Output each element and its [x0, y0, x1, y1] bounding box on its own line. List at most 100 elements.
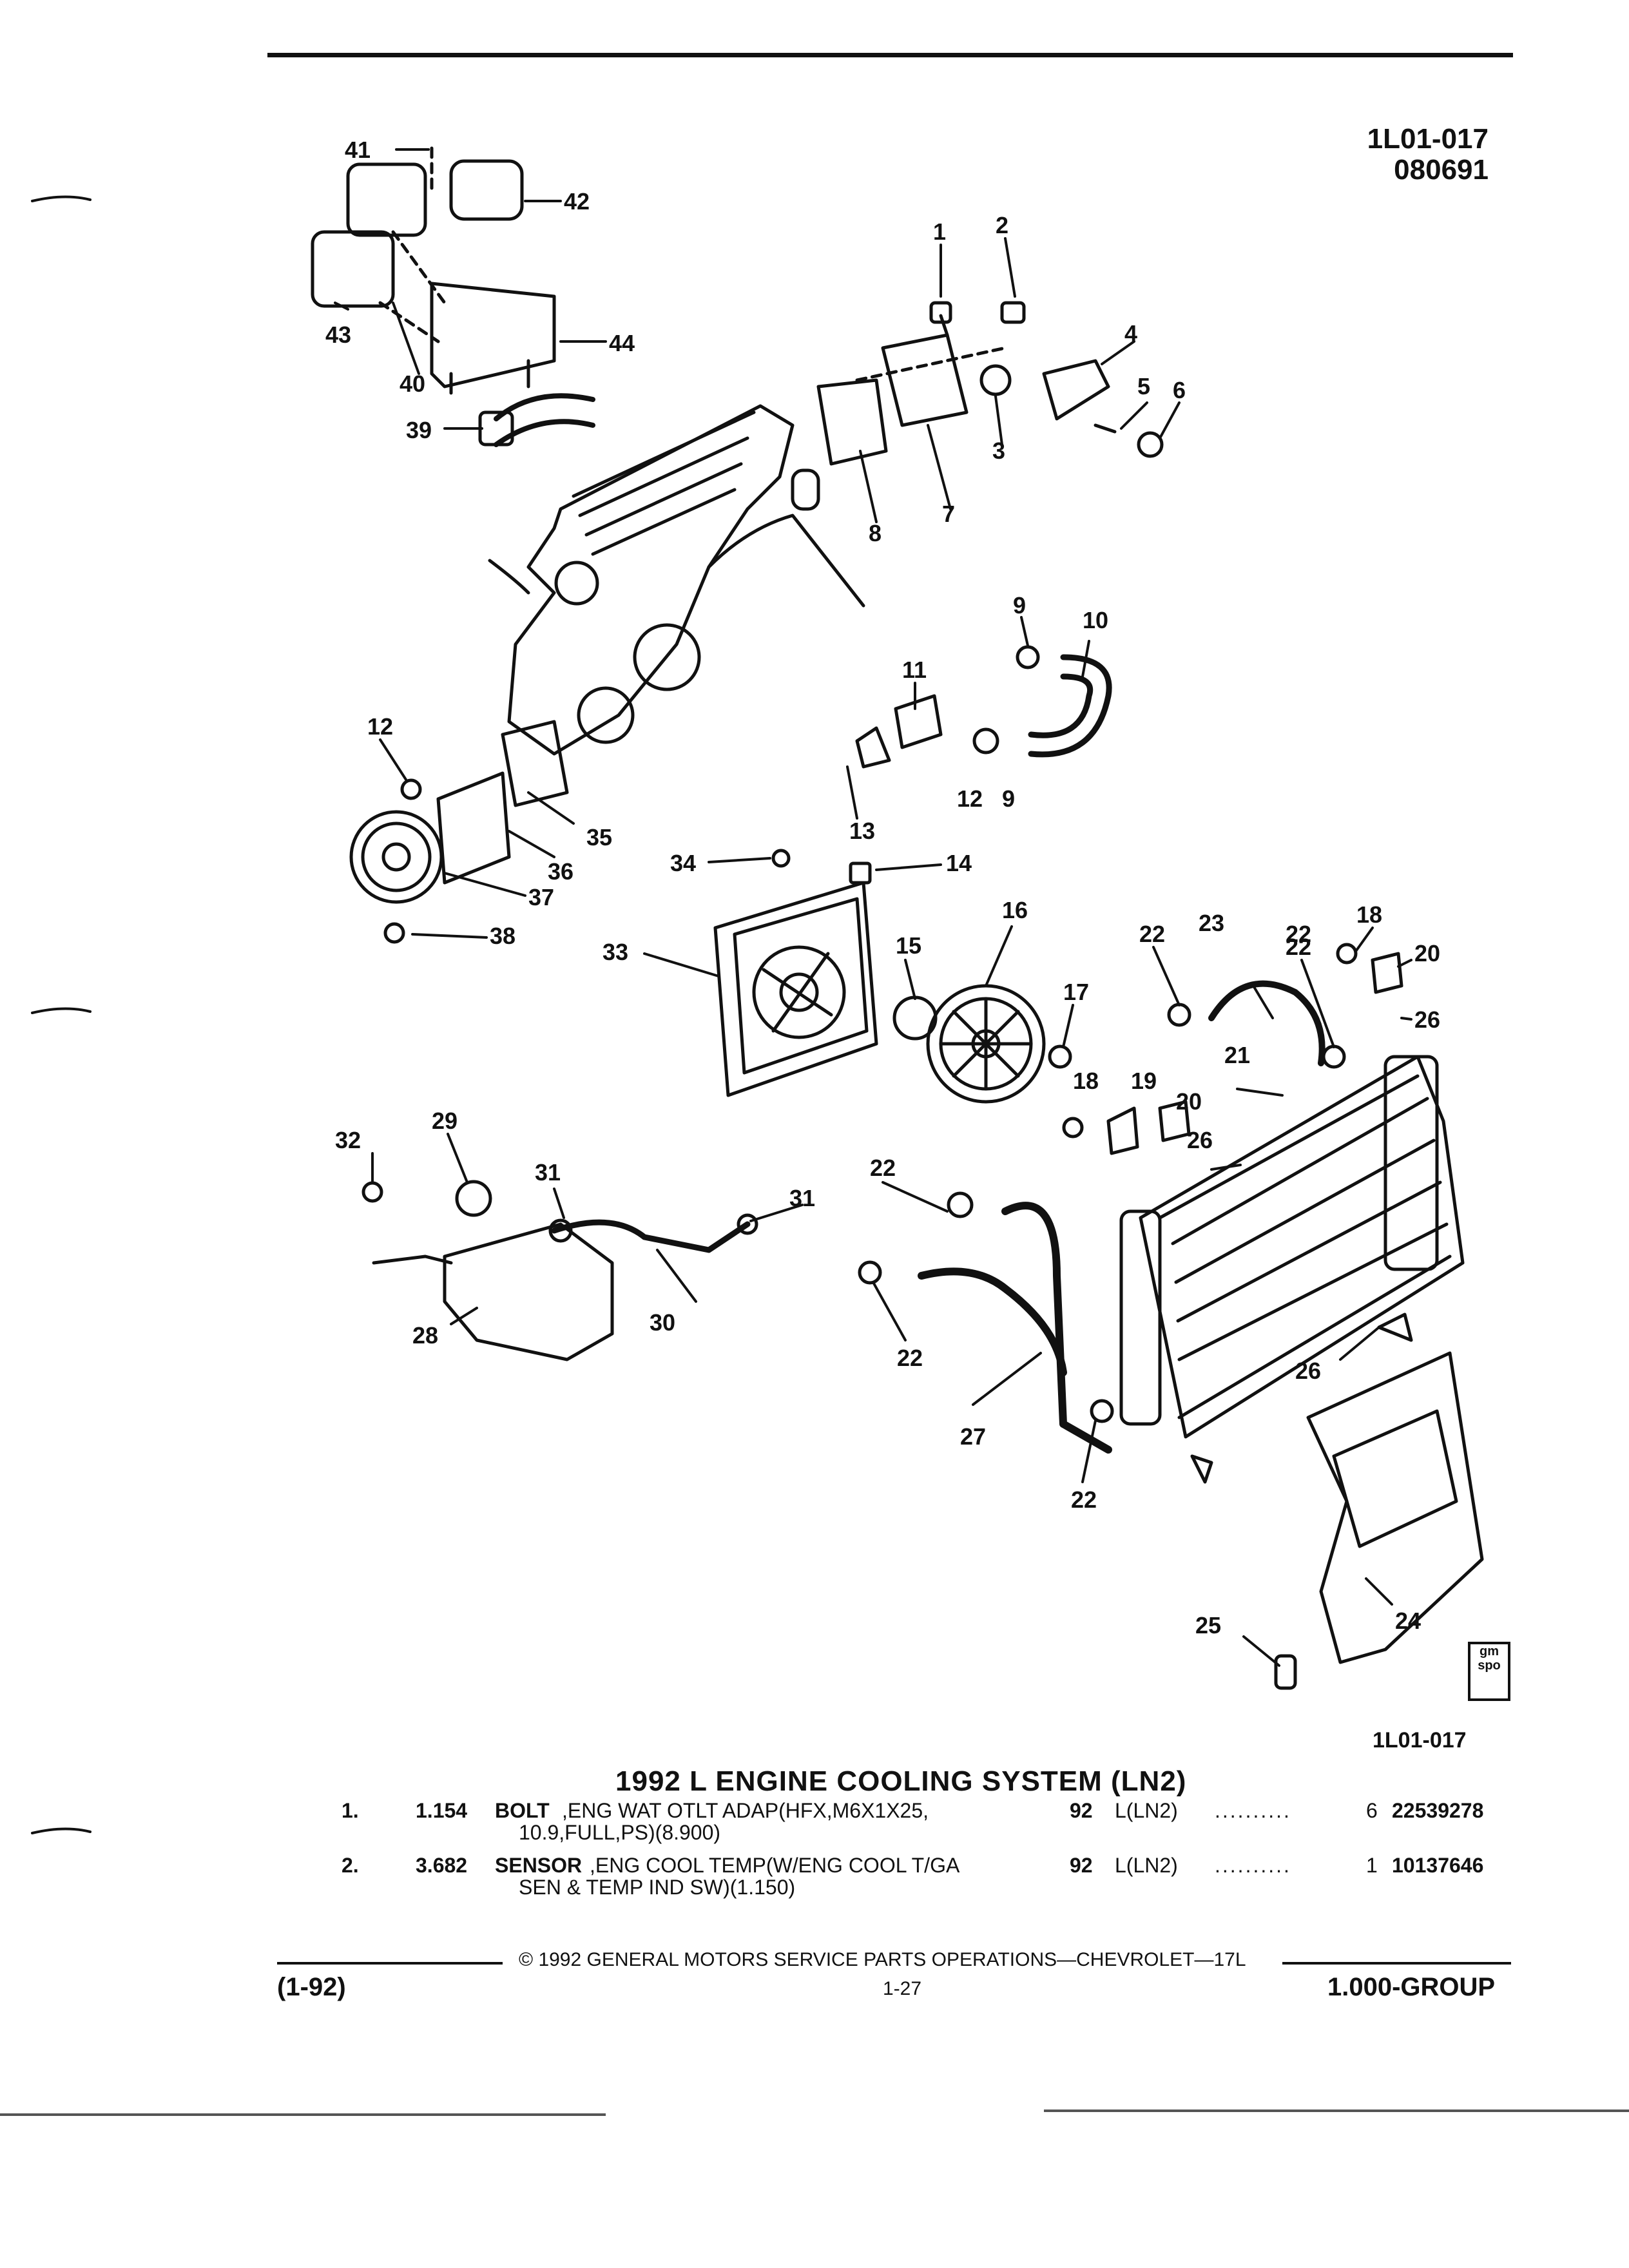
callout-40: 40	[400, 370, 425, 397]
callout-27: 27	[960, 1423, 986, 1450]
water-pump-group	[349, 720, 569, 944]
part-leader: ..........	[1215, 1799, 1291, 1822]
callout-29: 29	[432, 1108, 458, 1134]
fan-shroud	[713, 881, 878, 1097]
callout-37: 37	[528, 884, 554, 910]
callout-1: 1	[933, 218, 946, 245]
part-year: 92	[1070, 1854, 1093, 1877]
callout-26b: 26	[1187, 1127, 1213, 1153]
callout-44: 44	[609, 330, 635, 356]
part-year: 92	[1070, 1799, 1093, 1822]
part-index: 1.	[342, 1799, 359, 1822]
section-title: 1992 L ENGINE COOLING SYSTEM (LN2)	[615, 1765, 1187, 1797]
callout-22b: 22	[1286, 934, 1311, 960]
ignition-coil-group	[311, 146, 556, 395]
part-series: L(LN2)	[1115, 1799, 1178, 1822]
footer-rule-left	[277, 1962, 503, 1965]
part-ref: 1.154	[416, 1799, 468, 1822]
callout-30: 30	[650, 1309, 675, 1336]
callout-34: 34	[670, 850, 696, 876]
bottom-rule-right	[1044, 2109, 1629, 2112]
callout-21: 21	[1224, 1042, 1250, 1068]
callout-20a: 20	[1414, 940, 1440, 966]
part-qty: 1	[1366, 1854, 1378, 1877]
part-row-2: 2. 3.682 SENSOR ,ENG COOL TEMP(W/ENG COO…	[342, 1854, 1514, 1899]
callout-32: 32	[335, 1127, 361, 1153]
callout-22e: 22	[1071, 1486, 1097, 1513]
callout-11: 11	[902, 657, 927, 683]
callout-42: 42	[564, 188, 590, 215]
callout-31b: 31	[789, 1185, 815, 1211]
callout-4: 4	[1124, 320, 1137, 347]
part-desc-line1: ,ENG COOL TEMP(W/ENG COOL T/GA	[590, 1854, 960, 1877]
callout-13: 13	[849, 818, 875, 844]
callout-22a: 22	[1139, 921, 1165, 947]
part-desc-line2: 10.9,FULL,PS)(8.900)	[519, 1821, 721, 1844]
footer-group: 1.000-GROUP	[1327, 1973, 1496, 2001]
bottom-rule-left	[0, 2113, 606, 2116]
callout-10: 10	[1083, 607, 1108, 633]
part-name: BOLT	[495, 1799, 550, 1822]
callout-9a: 9	[1013, 592, 1026, 619]
callout-12a: 12	[957, 785, 983, 812]
callout-28: 28	[412, 1322, 438, 1349]
part-desc-line2: SEN & TEMP IND SW)(1.150)	[519, 1876, 796, 1899]
callout-9b: 9	[1002, 785, 1015, 812]
callout-31a: 31	[535, 1159, 561, 1186]
callout-26c: 26	[1295, 1358, 1321, 1384]
footer-rule-right	[1282, 1962, 1511, 1965]
coolant-outlet-group	[855, 645, 1112, 769]
engine-block	[488, 404, 865, 756]
callout-7: 7	[942, 501, 955, 527]
figure-code-bottom: 1L01-017	[1373, 1728, 1467, 1753]
part-index: 2.	[342, 1854, 359, 1877]
callout-38: 38	[490, 923, 516, 949]
callout-18b: 18	[1073, 1068, 1099, 1094]
callout-36: 36	[548, 858, 574, 885]
air-deflector	[1274, 1351, 1484, 1690]
footer-date: (1-92)	[277, 1973, 346, 2001]
callout-5: 5	[1137, 373, 1150, 399]
callout-24: 24	[1395, 1608, 1421, 1634]
callout-3: 3	[992, 437, 1005, 464]
callout-26a: 26	[1414, 1006, 1440, 1033]
callout-14: 14	[946, 850, 972, 876]
callout-41: 41	[345, 137, 371, 163]
callout-18a: 18	[1356, 901, 1382, 928]
callout-23: 23	[1199, 910, 1224, 936]
part-number: 10137646	[1392, 1854, 1484, 1877]
part-qty: 6	[1366, 1799, 1378, 1822]
top-rule	[267, 53, 1513, 57]
figure-code: 1L01-017	[1367, 123, 1489, 155]
part-series: L(LN2)	[1115, 1854, 1178, 1877]
callout-22c: 22	[870, 1155, 896, 1181]
callout-35: 35	[586, 824, 612, 850]
part-ref: 3.682	[416, 1854, 468, 1877]
callout-20b: 20	[1176, 1088, 1202, 1115]
callout-22f: 22	[1286, 921, 1311, 947]
thermostat-housing-group	[816, 301, 1164, 466]
gm-spo-logo: gm spo	[1468, 1642, 1510, 1701]
callout-17: 17	[1063, 979, 1089, 1005]
callout-19: 19	[1131, 1068, 1157, 1094]
callout-33: 33	[602, 939, 628, 965]
callout-39: 39	[406, 417, 432, 443]
callout-25: 25	[1195, 1612, 1221, 1639]
callout-43: 43	[325, 322, 351, 348]
callout-8: 8	[869, 520, 882, 546]
part-number: 22539278	[1392, 1799, 1484, 1822]
callout-labels: 1 2 3 4 5 6 7 8 9 9 10 11 12 12 13 14 15…	[325, 137, 1440, 1639]
footer-page: 1-27	[883, 1978, 922, 1999]
footer-copyright: © 1992 GENERAL MOTORS SERVICE PARTS OPER…	[519, 1949, 1246, 1970]
callout-15: 15	[896, 932, 921, 959]
callout-6: 6	[1173, 377, 1186, 403]
callout-22d: 22	[897, 1345, 923, 1371]
callout-12b: 12	[367, 713, 393, 740]
radiator	[1119, 1055, 1465, 1439]
callout-2: 2	[996, 212, 1008, 238]
part-leader: ..........	[1215, 1854, 1291, 1877]
callout-16: 16	[1002, 897, 1028, 923]
part-desc-line1: ,ENG WAT OTLT ADAP(HFX,M6X1X25,	[562, 1799, 929, 1822]
part-row-1: 1. 1.154 BOLT ,ENG WAT OTLT ADAP(HFX,M6X…	[342, 1800, 1514, 1845]
